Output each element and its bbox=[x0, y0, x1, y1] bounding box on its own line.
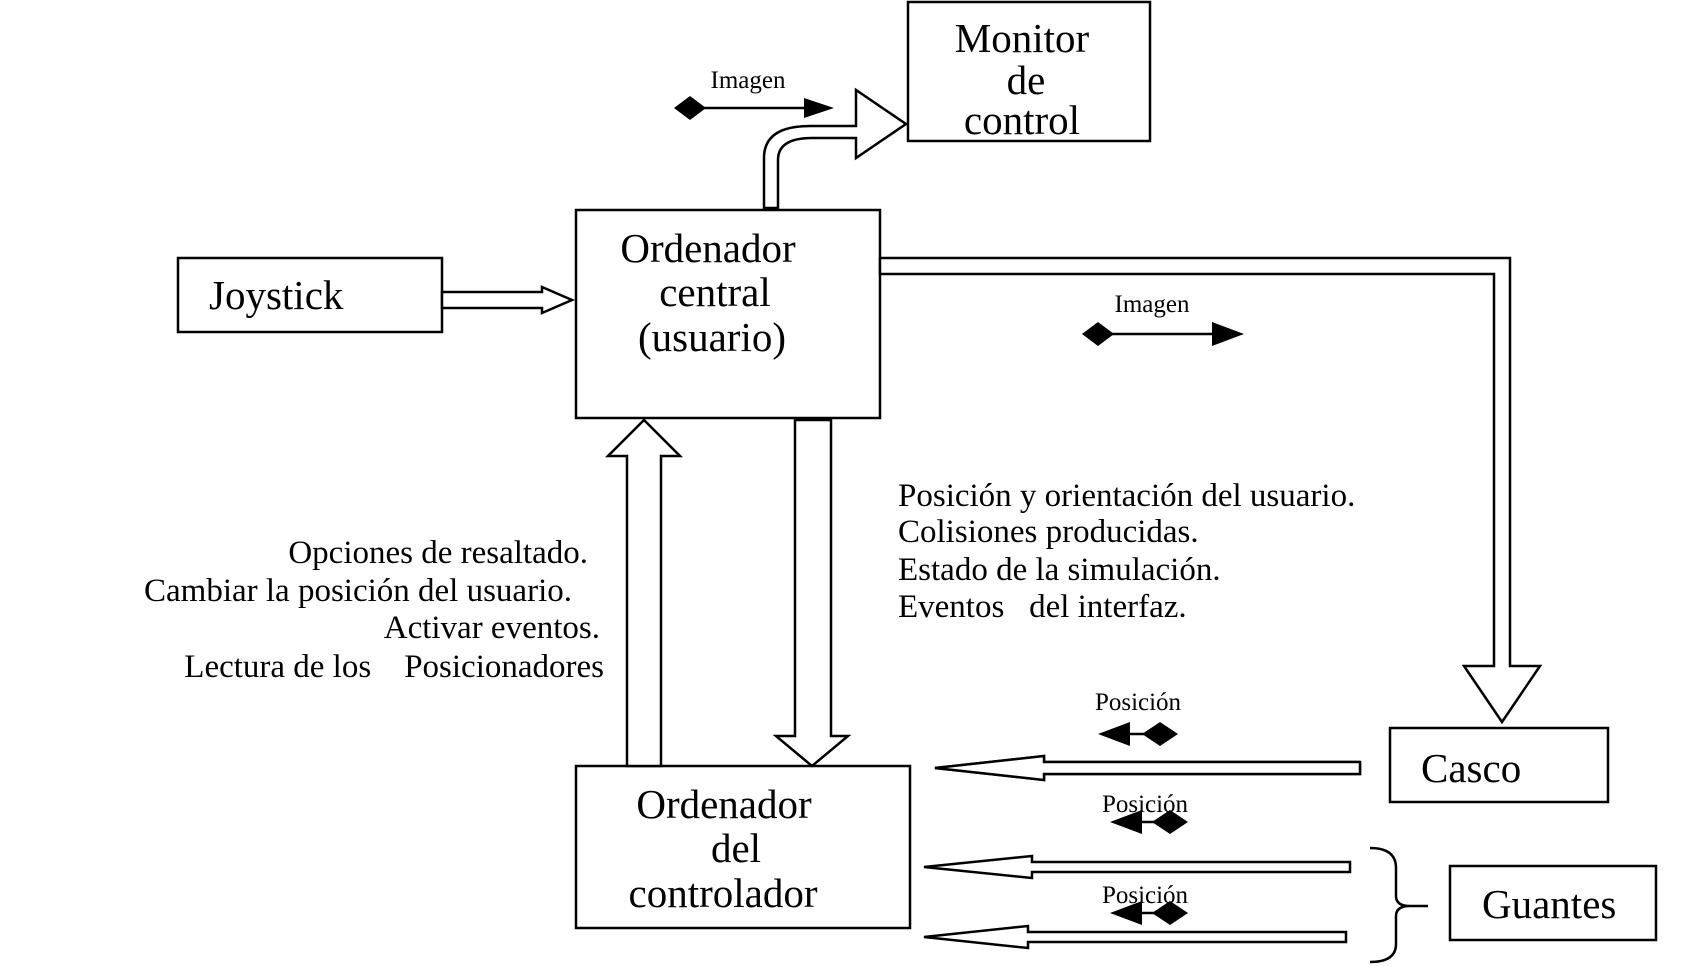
monitor-label-line-2: de bbox=[1007, 57, 1046, 103]
central-label-line-2: central bbox=[659, 269, 771, 315]
position-label-glove-1: Posición bbox=[1102, 791, 1189, 818]
monitor-label-line-1: Monitor bbox=[955, 15, 1090, 61]
controller-label-line-1: Ordenador bbox=[636, 781, 812, 827]
left-note-1: Opciones de resaltado. bbox=[288, 535, 588, 571]
central-label-line-3: (usuario) bbox=[638, 314, 786, 360]
position-label-glove-2: Posición bbox=[1102, 882, 1189, 909]
position-label-helmet: Posición bbox=[1095, 689, 1182, 716]
position-indicator-helmet bbox=[1098, 722, 1178, 746]
central-to-monitor-arrow bbox=[762, 87, 909, 210]
left-notes: Opciones de resaltado. Cambiar la posici… bbox=[144, 535, 604, 685]
central-label-line-1: Ordenador bbox=[620, 225, 796, 271]
right-notes: Posición y orientación del usuario. Coli… bbox=[898, 478, 1355, 625]
gloves-brace bbox=[1369, 846, 1428, 964]
position-indicator-glove-1 bbox=[1110, 810, 1188, 834]
image-label-helmet: Imagen bbox=[1115, 291, 1190, 318]
controller-label-line-2: del bbox=[711, 825, 761, 871]
monitor-box: Monitor de control bbox=[906, 0, 1152, 143]
glove-2-to-controller-arrow bbox=[923, 924, 1348, 950]
central-computer-box: Ordenador central (usuario) bbox=[574, 208, 882, 420]
image-flow-indicator-monitor bbox=[674, 96, 834, 120]
controller-computer-box: Ordenador del controlador bbox=[574, 764, 912, 930]
position-indicator-glove-2 bbox=[1110, 901, 1188, 925]
joystick-to-central-arrow bbox=[440, 285, 576, 315]
image-label-monitor: Imagen bbox=[711, 67, 786, 94]
controller-label-line-3: controlador bbox=[629, 870, 818, 916]
helmet-box: Casco bbox=[1388, 726, 1610, 804]
helmet-label: Casco bbox=[1421, 745, 1521, 791]
monitor-label-line-3: control bbox=[964, 97, 1080, 143]
helmet-to-controller-arrow-body bbox=[934, 754, 1362, 782]
glove-1-to-controller-arrow bbox=[923, 854, 1352, 880]
right-note-2: Colisiones producidas. bbox=[898, 514, 1199, 550]
right-note-1: Posición y orientación del usuario. bbox=[898, 478, 1355, 514]
central-to-controller-arrow bbox=[772, 418, 852, 768]
joystick-label: Joystick bbox=[209, 272, 344, 318]
gloves-box: Guantes bbox=[1448, 864, 1658, 942]
controller-to-central-arrow bbox=[604, 418, 684, 768]
image-flow-indicator-helmet bbox=[1082, 322, 1244, 346]
left-note-4: Lectura de los Posicionadores bbox=[184, 649, 604, 685]
right-note-3: Estado de la simulación. bbox=[898, 552, 1221, 588]
left-note-3: Activar eventos. bbox=[384, 610, 600, 646]
gloves-label: Guantes bbox=[1482, 881, 1616, 927]
left-note-2: Cambiar la posición del usuario. bbox=[144, 573, 572, 609]
right-note-4: Eventos del interfaz. bbox=[898, 589, 1187, 625]
central-to-helmet-arrow bbox=[878, 256, 1543, 725]
joystick-box: Joystick bbox=[176, 256, 444, 334]
